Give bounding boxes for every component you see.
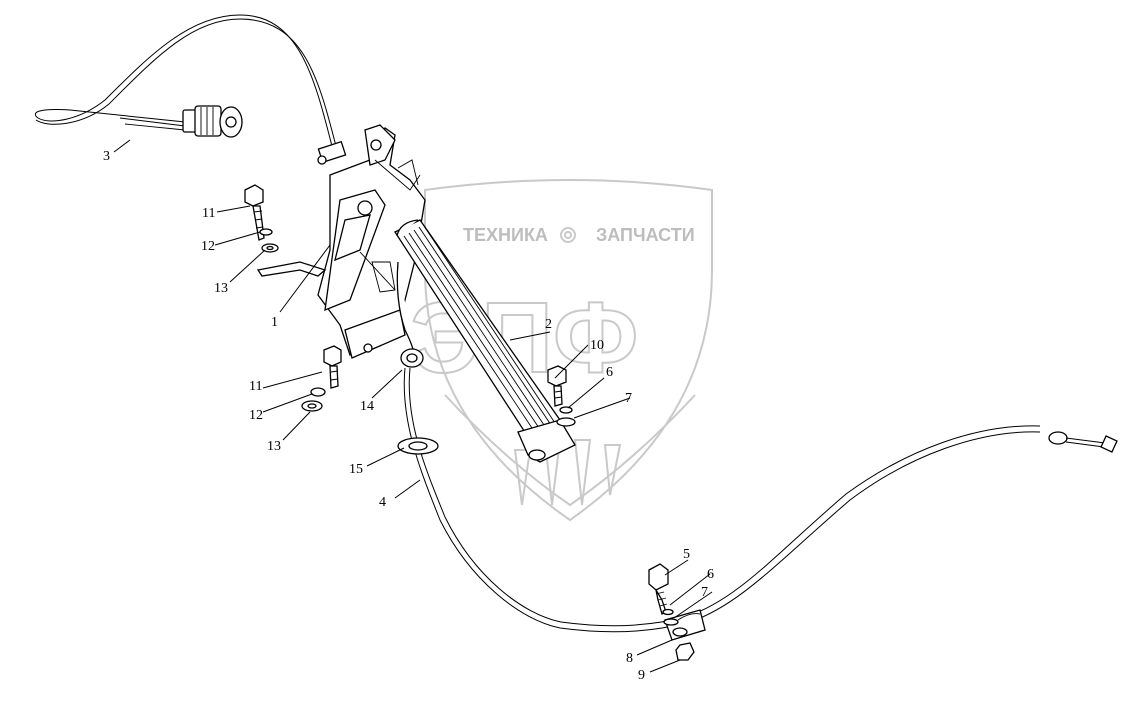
callout-12-lower: 12: [249, 408, 263, 423]
gear-icon: [560, 227, 576, 243]
cable-grommet: [397, 437, 439, 455]
watermark-text-left: ТЕХНИКА: [463, 225, 548, 245]
callout-15: 15: [349, 462, 363, 477]
throttle-cable-upper: [34, 14, 338, 151]
callout-8: 8: [626, 651, 633, 666]
callout-13-lower: 13: [267, 439, 281, 454]
callout-3: 3: [103, 149, 110, 164]
callout-10: 10: [590, 338, 604, 353]
bolt-11-lower: [323, 345, 342, 389]
throttle-cable-lower: [403, 367, 1041, 633]
callout-9: 9: [638, 668, 645, 683]
leader-lines: [113, 139, 713, 673]
watermark-logo: ТЕХНИКА ЗАПЧАСТИ ЭПФ: [409, 179, 713, 522]
callout-4: 4: [379, 495, 386, 510]
callout-11-upper: 11: [202, 206, 215, 221]
watermark-text-right: ЗАПЧАСТИ: [596, 225, 695, 245]
nut-9: [672, 627, 695, 661]
callout-11-lower: 11: [249, 379, 262, 394]
callout-6-clamp: 6: [707, 567, 714, 582]
callout-6-pedal: 6: [606, 365, 613, 380]
callout-5: 5: [683, 547, 690, 562]
washers-6-7-clamp: [662, 608, 679, 626]
callout-13-upper: 13: [214, 281, 228, 296]
bracket-lever: [256, 261, 327, 277]
cable-end-fitting: [317, 140, 347, 165]
watermark-shield-outline: [424, 179, 713, 522]
watermark-shield-inner: [444, 394, 696, 507]
cable-end-right: [1048, 431, 1118, 453]
cable-knob: [182, 105, 243, 138]
callout-7-pedal: 7: [625, 391, 632, 406]
callout-1: 1: [271, 315, 278, 330]
washers-6-7-pedal: [556, 406, 576, 427]
pedal-arm: [396, 261, 424, 368]
bolt-5: [648, 563, 669, 615]
accelerator-pedal: [394, 219, 576, 463]
washers-12-13-lower: [301, 387, 326, 412]
callout-14: 14: [360, 399, 374, 414]
callout-2: 2: [545, 317, 552, 332]
washers-12-13-upper: [259, 228, 279, 253]
callout-7-clamp: 7: [701, 585, 708, 600]
callout-12-upper: 12: [201, 239, 215, 254]
